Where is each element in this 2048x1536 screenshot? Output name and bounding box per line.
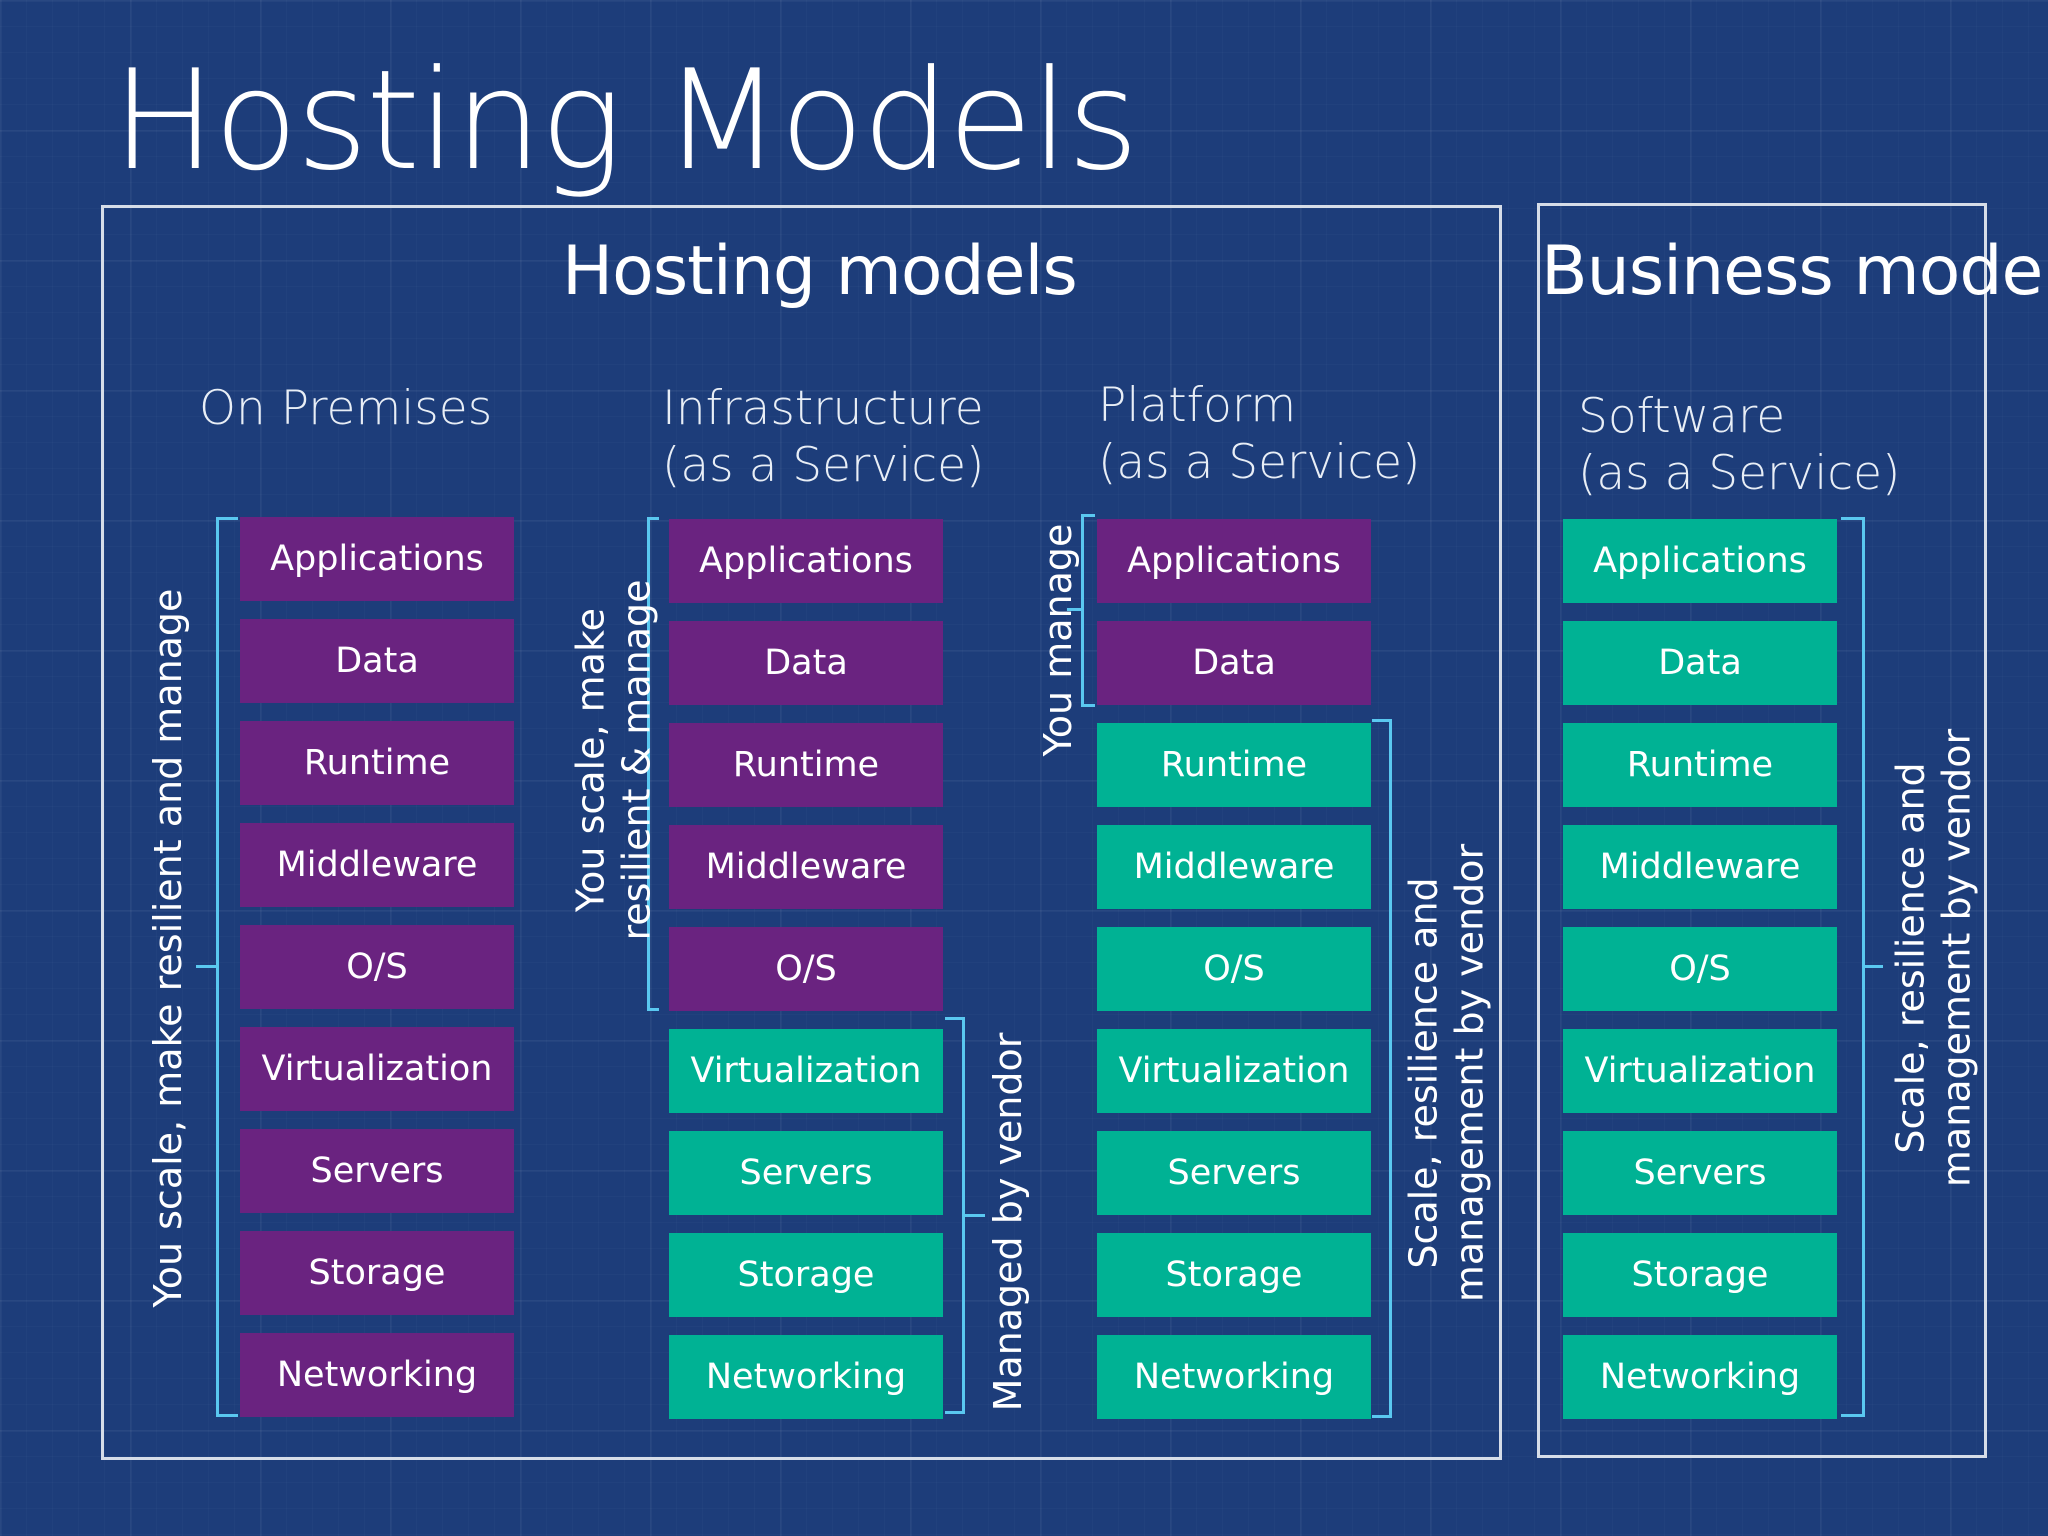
heading-on-premises: On Premises bbox=[199, 380, 492, 437]
heading-line1: Software bbox=[1578, 389, 1786, 444]
layer-virtualization: Virtualization bbox=[669, 1029, 943, 1113]
label-you-manage-paas: You manage bbox=[1035, 523, 1080, 757]
heading-saas: Software (as a Service) bbox=[1578, 388, 1900, 503]
layer-data: Data bbox=[240, 619, 514, 703]
layer-middleware: Middleware bbox=[669, 825, 943, 909]
business-model-frame bbox=[1537, 203, 1987, 1458]
layer-runtime: Runtime bbox=[1563, 723, 1837, 807]
heading-line1: Infrastructure bbox=[662, 381, 984, 436]
slide-title: Hosting Models bbox=[112, 40, 1139, 201]
bracket-iaas-vendor bbox=[945, 1017, 965, 1414]
layer-middleware: Middleware bbox=[1563, 825, 1837, 909]
layer-storage: Storage bbox=[669, 1233, 943, 1317]
business-model-title: Business model bbox=[1541, 232, 2048, 311]
layer-servers: Servers bbox=[1097, 1131, 1371, 1215]
heading-iaas: Infrastructure (as a Service) bbox=[662, 380, 984, 495]
layer-runtime: Runtime bbox=[669, 723, 943, 807]
layer-storage: Storage bbox=[240, 1231, 514, 1315]
label-line2: management by vendor bbox=[1935, 728, 1979, 1188]
layer-os: O/S bbox=[669, 927, 943, 1011]
layer-middleware: Middleware bbox=[1097, 825, 1371, 909]
label-vendor-iaas: Managed by vendor bbox=[985, 1032, 1030, 1412]
layer-data: Data bbox=[1563, 621, 1837, 705]
layer-os: O/S bbox=[1097, 927, 1371, 1011]
bracket-paas-customer bbox=[1081, 514, 1095, 707]
layer-os: O/S bbox=[1563, 927, 1837, 1011]
bracket-tick bbox=[1863, 965, 1883, 968]
layer-storage: Storage bbox=[1097, 1233, 1371, 1317]
layer-servers: Servers bbox=[240, 1129, 514, 1213]
label-you-manage-on-premises: You scale, make resilient and manage bbox=[145, 588, 190, 1308]
bracket-iaas-customer bbox=[647, 517, 659, 1011]
layer-virtualization: Virtualization bbox=[1563, 1029, 1837, 1113]
layer-applications: Applications bbox=[1563, 519, 1837, 603]
layer-servers: Servers bbox=[669, 1131, 943, 1215]
layer-applications: Applications bbox=[669, 519, 943, 603]
label-line2: resilient & manage bbox=[615, 579, 659, 941]
heading-paas: Platform (as a Service) bbox=[1098, 377, 1420, 492]
hosting-models-frame bbox=[101, 205, 1502, 1460]
layer-networking: Networking bbox=[240, 1333, 514, 1417]
label-vendor-saas: Scale, resilience and management by vend… bbox=[1888, 729, 1981, 1187]
layer-data: Data bbox=[669, 621, 943, 705]
layer-virtualization: Virtualization bbox=[240, 1027, 514, 1111]
heading-line2: (as a Service) bbox=[662, 438, 985, 494]
layer-networking: Networking bbox=[1097, 1335, 1371, 1419]
bracket-tick bbox=[963, 1214, 985, 1217]
bracket-paas-vendor bbox=[1372, 719, 1392, 1418]
bracket-tick bbox=[196, 965, 216, 968]
bracket-on-premises bbox=[216, 517, 238, 1417]
layer-runtime: Runtime bbox=[240, 721, 514, 805]
label-vendor-paas: Scale, resilience and management by vend… bbox=[1401, 844, 1494, 1302]
label-line1: Scale, resilience and bbox=[1888, 762, 1933, 1154]
label-line1: Scale, resilience and bbox=[1401, 877, 1446, 1269]
bracket-saas-vendor bbox=[1841, 517, 1865, 1417]
hosting-models-title: Hosting models bbox=[562, 232, 1078, 311]
heading-line1: Platform bbox=[1098, 378, 1297, 433]
layer-middleware: Middleware bbox=[240, 823, 514, 907]
heading-line1: On Premises bbox=[199, 381, 493, 436]
layer-data: Data bbox=[1097, 621, 1371, 705]
layer-applications: Applications bbox=[240, 517, 514, 601]
layer-applications: Applications bbox=[1097, 519, 1371, 603]
label-line2: management by vendor bbox=[1448, 843, 1492, 1303]
layer-networking: Networking bbox=[1563, 1335, 1837, 1419]
layer-os: O/S bbox=[240, 925, 514, 1009]
label-line1: You scale, make bbox=[568, 608, 613, 912]
label-you-manage-iaas: You scale, make resilient & manage bbox=[568, 580, 661, 941]
layer-storage: Storage bbox=[1563, 1233, 1837, 1317]
layer-runtime: Runtime bbox=[1097, 723, 1371, 807]
heading-line2: (as a Service) bbox=[1578, 446, 1901, 502]
layer-servers: Servers bbox=[1563, 1131, 1837, 1215]
heading-line2: (as a Service) bbox=[1098, 435, 1421, 491]
layer-networking: Networking bbox=[669, 1335, 943, 1419]
layer-virtualization: Virtualization bbox=[1097, 1029, 1371, 1113]
bracket-tick bbox=[1067, 608, 1083, 611]
